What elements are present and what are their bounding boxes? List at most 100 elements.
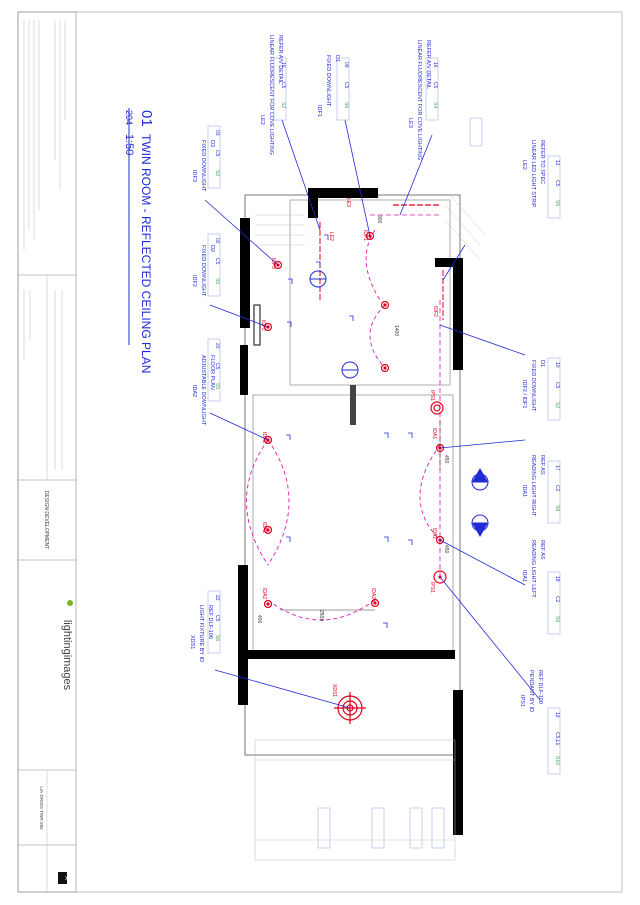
code-cell: S2 bbox=[280, 102, 286, 108]
logo-dot bbox=[67, 600, 73, 606]
dim: 450 bbox=[443, 455, 449, 464]
code-cell: C5 bbox=[432, 82, 438, 89]
fixture-label: LINEAR LED LIGHT STRIP bbox=[530, 140, 536, 208]
drawing-number: 01 bbox=[138, 110, 155, 127]
leader-lines bbox=[204, 119, 541, 709]
plan-tag: LE3 bbox=[345, 198, 351, 207]
wall bbox=[453, 690, 463, 835]
fixture-label: PENDANT BY ID bbox=[528, 670, 534, 712]
code-cell: S2 bbox=[214, 170, 220, 176]
wall bbox=[435, 258, 460, 267]
wall bbox=[238, 565, 248, 705]
fixture-id: IDF2 bbox=[191, 275, 197, 287]
fixture-ida2 bbox=[370, 598, 380, 608]
code-cell: C5 bbox=[214, 258, 220, 265]
fixture-idf2 bbox=[380, 363, 390, 373]
plan-tag: IDF1 bbox=[362, 230, 368, 241]
fixture-idf3 bbox=[273, 260, 283, 270]
wall bbox=[240, 345, 248, 395]
fixture-ips1 bbox=[433, 570, 447, 584]
fixture-label: LINEAR FLUORESCENT FOR COVE LIGHTING bbox=[268, 35, 274, 155]
wall bbox=[308, 188, 378, 198]
wall bbox=[240, 218, 250, 328]
fixture-ida2 bbox=[263, 525, 273, 535]
fixture-id: IDF3 bbox=[191, 170, 197, 182]
dim: 300 bbox=[376, 215, 382, 224]
code-cell: S8 bbox=[554, 505, 560, 511]
fixture-id: IPS1 bbox=[519, 695, 525, 707]
fixture-ida2 bbox=[263, 599, 273, 609]
code-cell: 16 bbox=[432, 62, 438, 68]
fixture-ref: REF AS bbox=[539, 540, 545, 560]
drawing-code: LIA-DRWG-TWR-205 bbox=[39, 786, 44, 830]
code-cell: 17 bbox=[554, 465, 560, 471]
fixture-id: LE2 bbox=[521, 160, 527, 170]
dim: 450 bbox=[443, 545, 449, 554]
code-cell: C5 bbox=[554, 180, 560, 187]
fixture-id: LE3 bbox=[407, 118, 413, 128]
fixture-ref: REFER A/V DETAIL bbox=[277, 35, 283, 84]
code-cell: C5 bbox=[280, 82, 286, 89]
fixture-ref: REF DLF-106 bbox=[207, 605, 213, 639]
company-logo: lightingimages bbox=[61, 620, 73, 691]
fixture-ips1 bbox=[433, 404, 441, 412]
dim: 1400 bbox=[393, 325, 399, 336]
plan-tag: IDA1 bbox=[431, 528, 437, 539]
fixture-id: LE2 bbox=[259, 115, 265, 125]
fixture-label: LINEAR FLUORESCENT FOR COVE LIGHTING bbox=[416, 40, 422, 160]
fixture-label: FIXED DOWNLIGHT bbox=[200, 245, 206, 297]
fixture-ref: REFER A/V DETAIL bbox=[425, 40, 431, 89]
code-cell: S10 bbox=[554, 756, 560, 765]
plan-tag: XDS1 bbox=[331, 684, 337, 697]
code-cell: 09 bbox=[343, 62, 349, 68]
code-cell: C5,L1 bbox=[554, 732, 560, 746]
fixture-label: FIXED DOWNLIGHT bbox=[530, 360, 536, 412]
switch-symbols bbox=[286, 234, 413, 628]
plan-tag: IDA2 bbox=[261, 432, 267, 443]
fixture-ref: D3 bbox=[209, 140, 215, 147]
revision-box bbox=[58, 872, 67, 884]
code-cell: 16 bbox=[280, 62, 286, 68]
fixture-idf1 bbox=[365, 231, 375, 241]
fixture-id: IDF2 / IDF1 bbox=[521, 380, 527, 408]
plan-tag: LE2 bbox=[328, 232, 334, 241]
dim: 2500 bbox=[318, 610, 324, 621]
svg-text:A: A bbox=[63, 876, 69, 880]
code-cell: S2 bbox=[554, 402, 560, 408]
stage-label: DESIGN DEVELOPMENT bbox=[43, 491, 49, 549]
fixture-idf2 bbox=[380, 300, 390, 310]
fixture-id: IDA1 bbox=[521, 570, 527, 582]
code-cell: C5 bbox=[554, 382, 560, 389]
plan-tag: IDA2 bbox=[370, 588, 376, 599]
code-cell: C5 bbox=[214, 615, 220, 622]
code-cell: C2 bbox=[554, 485, 560, 492]
drawing-title: TWIN ROOM - REFLECTED CEILING PLAN bbox=[139, 134, 153, 373]
fixture-label: READING LIGHT LEFT bbox=[530, 540, 536, 598]
code-cell: 12 bbox=[554, 160, 560, 166]
fixture-id: IDA2 bbox=[191, 385, 197, 397]
fixture-ida1 bbox=[435, 535, 445, 545]
code-cell: 03 bbox=[214, 130, 220, 136]
plan-tag: IDF3 bbox=[270, 258, 276, 269]
fixture-ref: D2 bbox=[209, 245, 215, 252]
fixture-id: XDS1 bbox=[189, 635, 195, 649]
code-cell: 10 bbox=[554, 362, 560, 368]
code-cell: C2 bbox=[554, 596, 560, 603]
code-cell: 02 bbox=[214, 238, 220, 244]
plan-tag: IDA2 bbox=[261, 588, 267, 599]
code-cell: 19 bbox=[554, 712, 560, 718]
fixture-ref: FLOOR PLAN bbox=[209, 355, 215, 390]
code-cell: 20 bbox=[214, 343, 220, 349]
code-cell: S5 bbox=[554, 200, 560, 206]
fixture-ref: REF DLF-100 bbox=[537, 670, 543, 704]
plan-tag: IDF2 bbox=[432, 306, 438, 317]
code-cell: S6 bbox=[214, 635, 220, 641]
plan-tag: IDA1 bbox=[431, 428, 437, 439]
code-cell: 18 bbox=[554, 576, 560, 582]
code-cell: S9 bbox=[554, 616, 560, 622]
code-cell: S6 bbox=[343, 102, 349, 108]
fixture-idf2 bbox=[263, 322, 273, 332]
floor-plan bbox=[238, 188, 486, 861]
code-box-frames bbox=[207, 57, 561, 849]
